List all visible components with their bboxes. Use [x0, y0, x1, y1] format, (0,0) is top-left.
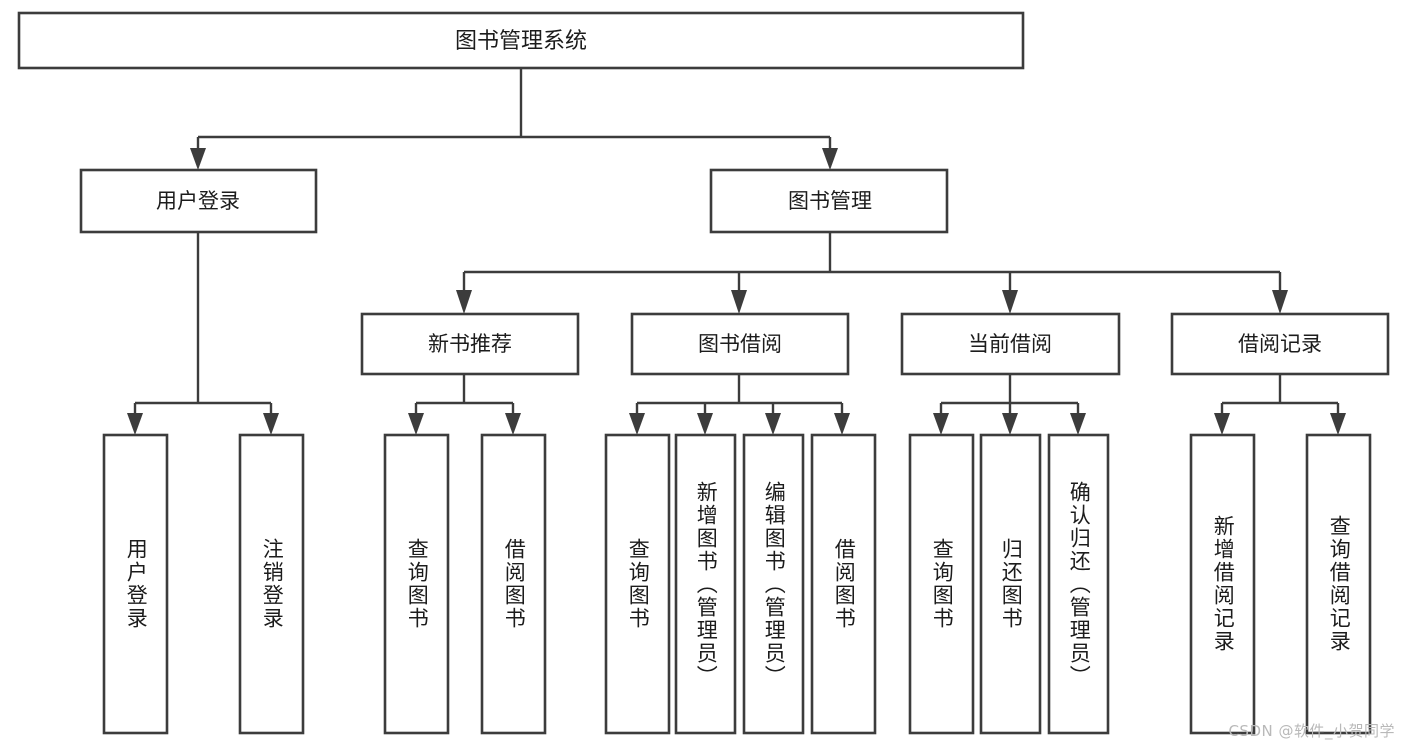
node-leaf-query-book-3-box[interactable] [908, 433, 975, 735]
node-borrow-record[interactable]: 借阅记录 [1170, 312, 1390, 376]
node-leaf-query-record-box[interactable] [1305, 433, 1372, 735]
arrow-head-user-login [190, 148, 206, 170]
node-leaf-edit-book-label: 编辑图书（管理员） [762, 480, 787, 688]
node-leaf-add-book-label: 新增图书（管理员） [694, 480, 719, 688]
node-current-borrow[interactable]: 当前借阅 [900, 312, 1121, 376]
node-new-book-recommend-label: 新书推荐 [428, 332, 512, 356]
node-current-borrow-label: 当前借阅 [968, 332, 1052, 356]
node-user-login-label: 用户登录 [156, 189, 240, 213]
node-leaf-user-logout-label: 注销登录 [260, 538, 285, 630]
node-leaf-confirm-return-label: 确认归还（管理员） [1067, 480, 1092, 688]
connector-root-to-level2 [190, 68, 838, 170]
arrow-head-book-manage [822, 148, 838, 170]
csdn-watermark: CSDN @软件_小贺同学 [1228, 722, 1395, 740]
node-book-manage-label: 图书管理 [788, 189, 872, 213]
arrow-head-leaf-query-book-3 [933, 413, 949, 435]
arrow-head-new-book-recommend [456, 290, 472, 314]
arrow-head-book-borrow [731, 290, 747, 314]
node-leaf-user-logout-box[interactable] [238, 433, 305, 735]
node-leaf-query-book-2-box[interactable] [604, 433, 671, 735]
arrow-head-leaf-query-book-2 [629, 413, 645, 435]
node-book-borrow-box[interactable] [630, 312, 850, 376]
connector-user-login-to-leaves [127, 232, 279, 435]
node-leaf-query-book-1-label: 查询图书 [405, 538, 430, 630]
node-leaf-add-book-box[interactable] [674, 433, 737, 735]
node-leaf-user-login-label: 用户登录 [124, 538, 149, 630]
node-user-login-box[interactable] [79, 168, 318, 234]
node-leaf-edit-book-box[interactable] [742, 433, 805, 735]
node-borrow-record-box[interactable] [1170, 312, 1390, 376]
arrow-head-leaf-borrow-book-1 [505, 413, 521, 435]
node-leaf-query-book-3-label: 查询图书 [930, 538, 955, 630]
connector-book-manage-to-level3 [456, 232, 1288, 314]
node-leaf-user-login-box[interactable] [102, 433, 169, 735]
arrow-head-leaf-return-book [1002, 413, 1018, 435]
node-root-label: 图书管理系统 [455, 29, 587, 54]
node-leaf-add-record-box[interactable] [1189, 433, 1256, 735]
arrow-head-leaf-borrow-book-2 [834, 413, 850, 435]
node-current-borrow-box[interactable] [900, 312, 1121, 376]
arrow-head-leaf-user-logout [263, 413, 279, 435]
node-new-book-recommend[interactable]: 新书推荐 [360, 312, 580, 376]
arrow-head-leaf-user-login [127, 413, 143, 435]
node-leaf-query-book-2-label: 查询图书 [626, 538, 651, 630]
node-borrow-record-label: 借阅记录 [1238, 332, 1322, 356]
arrow-head-leaf-query-book-1 [408, 413, 424, 435]
arrow-head-leaf-add-record [1214, 413, 1230, 435]
node-leaf-borrow-book-2-box[interactable] [810, 433, 877, 735]
arrow-head-current-borrow [1002, 290, 1018, 314]
arrow-head-leaf-query-record [1330, 413, 1346, 435]
node-leaf-borrow-book-1-label: 借阅图书 [502, 538, 527, 630]
node-book-borrow-label: 图书借阅 [698, 332, 782, 356]
connector-book-borrow-to-leaves [629, 374, 850, 435]
node-leaf-confirm-return-box[interactable] [1047, 433, 1110, 735]
node-leaf-query-record-label: 查询借阅记录 [1327, 515, 1352, 653]
node-leaf-borrow-book-1-box[interactable] [480, 433, 547, 735]
node-book-manage[interactable]: 图书管理 [709, 168, 949, 234]
arrow-head-leaf-add-book [697, 413, 713, 435]
node-new-book-recommend-box[interactable] [360, 312, 580, 376]
node-leaf-return-book-box[interactable] [979, 433, 1042, 735]
node-leaf-return-book-label: 归还图书 [999, 538, 1024, 630]
connector-new-book-to-leaves [408, 374, 521, 435]
connector-current-borrow-to-leaves [933, 374, 1086, 435]
node-leaf-borrow-book-2-label: 借阅图书 [832, 538, 857, 630]
node-leaf-query-book-1-box[interactable] [383, 433, 450, 735]
node-leaf-add-record-label: 新增借阅记录 [1211, 515, 1236, 653]
node-root[interactable]: 图书管理系统 [17, 11, 1025, 70]
node-user-login[interactable]: 用户登录 [79, 168, 318, 234]
connector-borrow-record-to-leaves [1214, 374, 1346, 435]
node-book-borrow[interactable]: 图书借阅 [630, 312, 850, 376]
arrow-head-leaf-confirm-return [1070, 413, 1086, 435]
arrow-head-leaf-edit-book [765, 413, 781, 435]
node-root-box[interactable] [17, 11, 1025, 70]
arrow-head-borrow-record [1272, 290, 1288, 314]
node-book-manage-box[interactable] [709, 168, 949, 234]
